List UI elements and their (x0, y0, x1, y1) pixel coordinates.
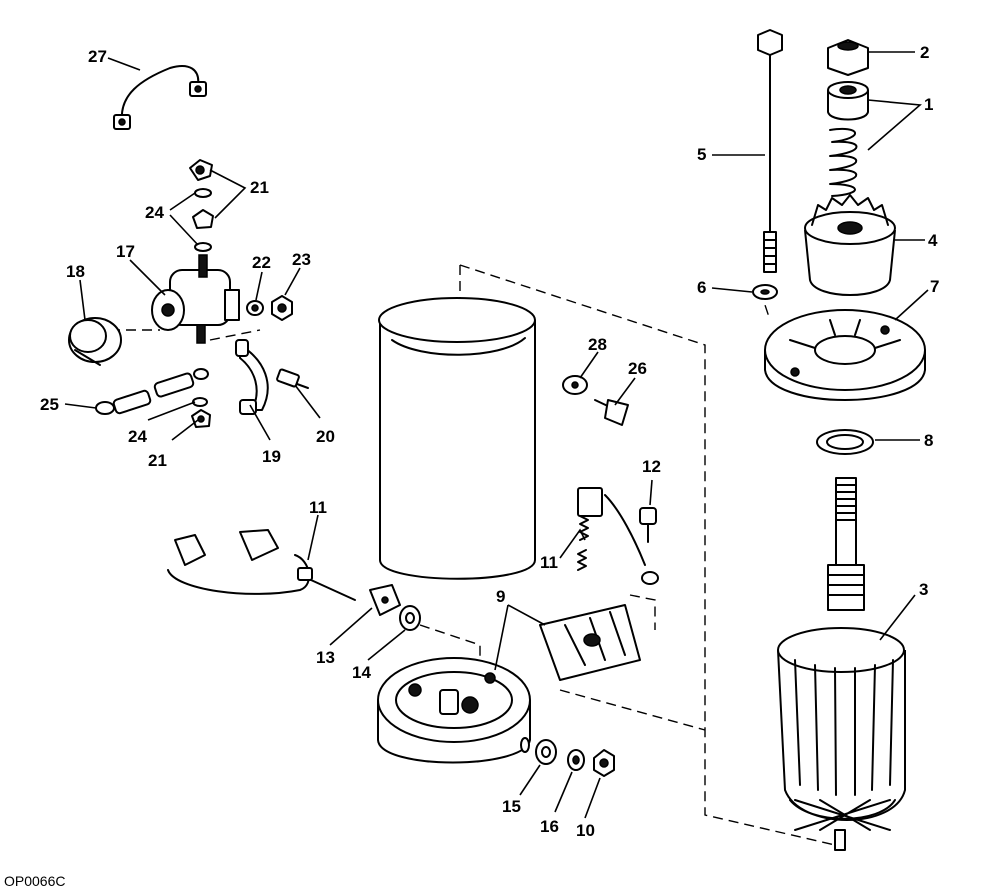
nut-part-10 (593, 749, 615, 777)
callout-7: 7 (930, 277, 939, 296)
callout-21-upper: 21 (250, 178, 269, 197)
callout-12: 12 (642, 457, 661, 476)
callout-27: 27 (88, 47, 107, 66)
solenoid-part-17 (151, 159, 240, 344)
callout-10: 10 (576, 821, 595, 840)
callout-11-right: 11 (540, 553, 558, 572)
callout-26: 26 (628, 359, 647, 378)
callout-2: 2 (920, 43, 929, 62)
screw-part-12 (639, 507, 657, 543)
bracket-part-19 (235, 339, 269, 415)
insulator-part-13 (369, 584, 401, 616)
callout-15: 15 (502, 797, 521, 816)
nut-part-21-lower (191, 409, 211, 428)
callout-6: 6 (697, 278, 706, 297)
nut-part-2 (827, 39, 869, 76)
lead-part-25 (95, 368, 209, 415)
callout-3: 3 (919, 580, 928, 599)
wire-lead-part-27 (113, 65, 207, 130)
washer-part-6 (752, 284, 778, 300)
callout-17: 17 (116, 242, 135, 261)
brush-holder-part-9 (539, 604, 641, 681)
callout-19: 19 (262, 447, 281, 466)
callout-23: 23 (292, 250, 311, 269)
callout-22: 22 (252, 253, 271, 272)
callout-28: 28 (588, 335, 607, 354)
screw-part-26 (594, 399, 629, 426)
boot-part-18 (68, 317, 122, 366)
figure-code: OP0066C (4, 873, 65, 889)
callout-8: 8 (924, 431, 933, 450)
callout-24-upper: 24 (145, 203, 164, 222)
callout-25: 25 (40, 395, 59, 414)
washer-part-15 (535, 739, 557, 765)
callout-14: 14 (352, 663, 371, 682)
washer-part-14 (399, 605, 421, 631)
callout-5: 5 (697, 145, 706, 164)
callout-labels: 27 2 1 21 24 5 4 18 17 22 23 6 7 28 26 2… (40, 43, 939, 840)
callout-13: 13 (316, 648, 335, 667)
end-cap (377, 657, 531, 764)
screw-part-20 (276, 368, 309, 389)
washer-part-24-lower (192, 397, 208, 407)
leader-lines (64, 51, 929, 819)
callout-9: 9 (496, 587, 505, 606)
armature-part-3 (777, 477, 906, 851)
callout-1: 1 (924, 95, 933, 114)
callout-24-lower: 24 (128, 427, 147, 446)
callout-11-left: 11 (309, 498, 327, 517)
field-frame-housing (378, 297, 536, 580)
nut-part-22 (246, 300, 264, 316)
callout-4: 4 (928, 231, 938, 250)
drive-pinion-part-4 (804, 194, 896, 296)
callout-20: 20 (316, 427, 335, 446)
brush-part-11-right (577, 487, 659, 585)
thrust-washer-part-8 (816, 429, 874, 455)
brush-set-part-11-left (167, 529, 356, 601)
callout-18: 18 (66, 262, 85, 281)
washer-part-28 (562, 375, 588, 395)
thru-bolt-part-5 (757, 29, 783, 273)
callout-16: 16 (540, 817, 559, 836)
callout-21-lower: 21 (148, 451, 167, 470)
lockwasher-part-16 (567, 749, 585, 771)
nut-part-23 (271, 295, 293, 321)
stop-and-spring-part-1 (827, 81, 869, 197)
drive-end-cap-part-7 (764, 309, 926, 401)
